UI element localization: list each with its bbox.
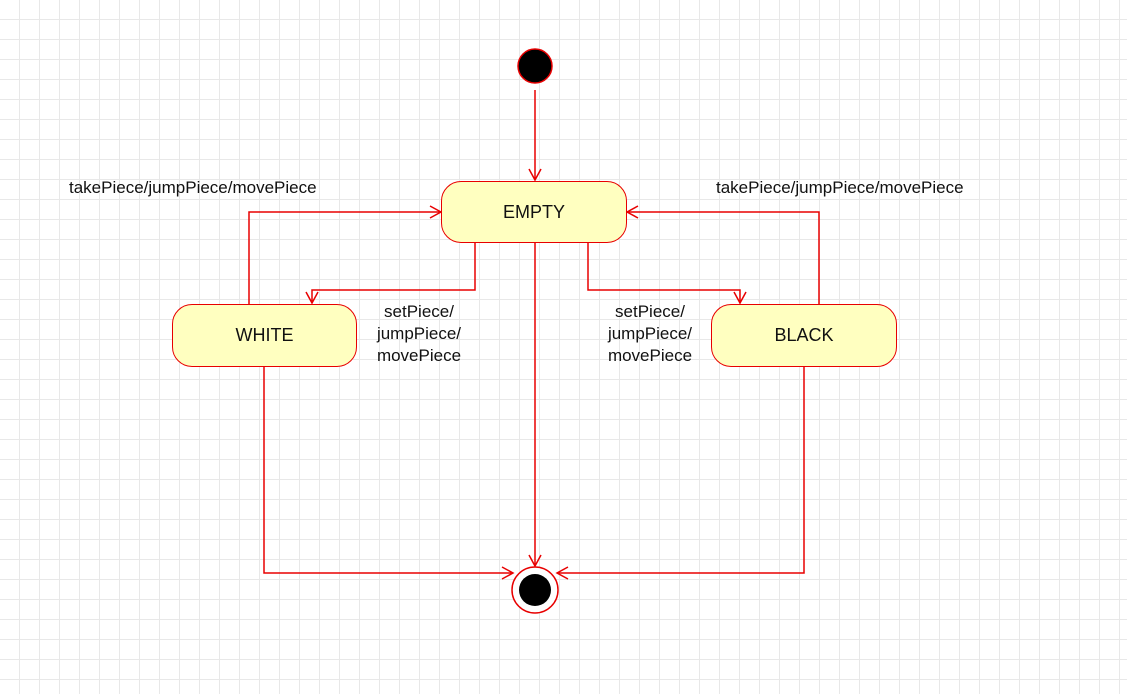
white-to-final-arrowhead xyxy=(501,566,515,580)
empty-to-white-label-line: setPiece/ xyxy=(384,302,454,321)
black-to-empty-arrowhead xyxy=(625,205,639,219)
initial-node xyxy=(517,48,553,84)
state-empty[interactable]: EMPTY xyxy=(441,181,627,243)
empty-to-black-edge xyxy=(587,243,741,303)
white-to-empty-label: takePiece/jumpPiece/movePiece xyxy=(69,178,317,197)
final-node-core xyxy=(519,574,551,606)
state-black[interactable]: BLACK xyxy=(711,304,897,367)
empty-to-black-label-line: setPiece/ xyxy=(615,302,685,321)
state-white-label: WHITE xyxy=(235,325,294,345)
empty-to-white-label: setPiece/ jumpPiece/ movePiece xyxy=(360,301,478,367)
initial-to-empty-arrowhead xyxy=(528,168,542,182)
empty-to-white-label-line: movePiece xyxy=(376,346,462,365)
empty-to-white-label-line: jumpPiece/ xyxy=(376,324,462,343)
empty-to-final-arrowhead xyxy=(528,554,542,568)
state-white[interactable]: WHITE xyxy=(172,304,357,367)
white-to-empty-edge xyxy=(248,211,441,304)
empty-to-white-arrowhead xyxy=(305,291,319,305)
white-to-final-edge xyxy=(263,367,513,574)
empty-to-black-arrowhead xyxy=(733,291,747,305)
state-empty-label: EMPTY xyxy=(502,201,565,222)
black-to-empty-edge xyxy=(627,211,820,304)
empty-to-white-edge xyxy=(311,243,476,303)
empty-to-black-label-line: movePiece xyxy=(607,346,693,365)
black-to-final-arrowhead xyxy=(555,566,569,580)
black-to-empty-label: takePiece/jumpPiece/movePiece xyxy=(716,178,964,197)
state-black-label: BLACK xyxy=(774,325,834,345)
empty-to-black-label: setPiece/ jumpPiece/ movePiece xyxy=(591,301,709,367)
empty-to-black-label-line: jumpPiece/ xyxy=(607,324,693,343)
black-to-final-edge xyxy=(557,367,805,574)
